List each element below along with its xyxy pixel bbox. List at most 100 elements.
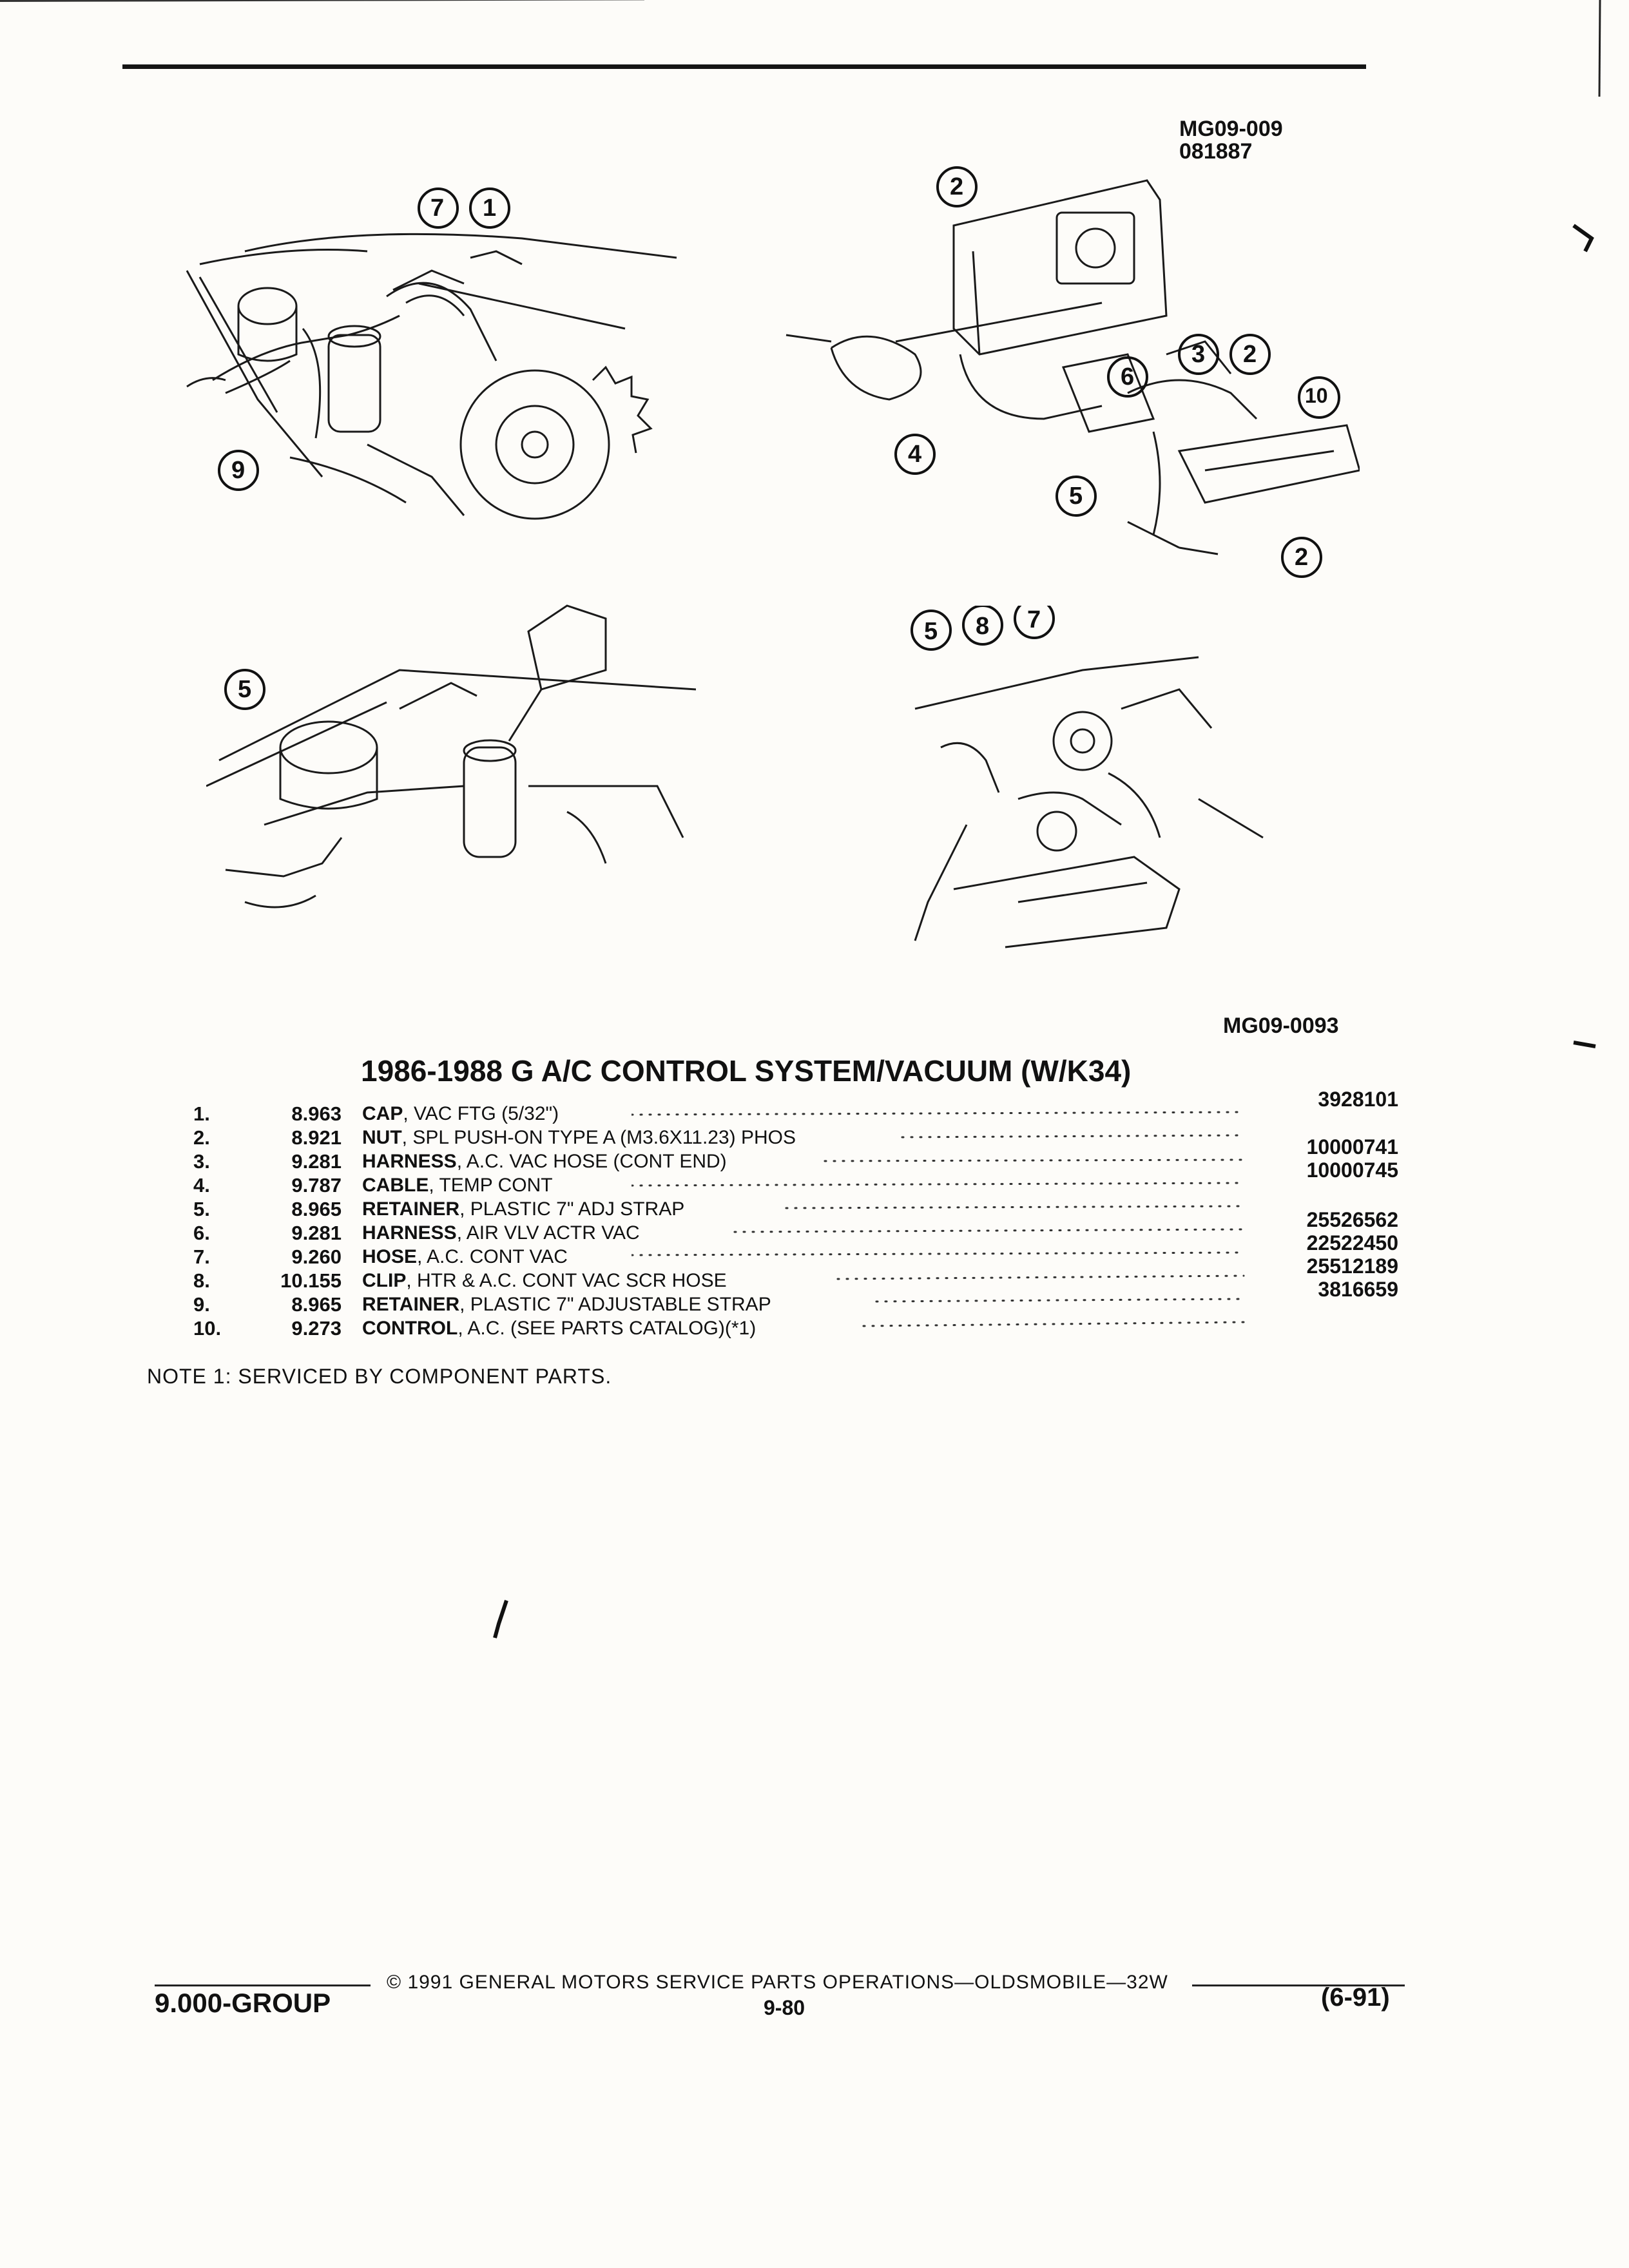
item-detail: , SPL PUSH-ON TYPE A (M3.6X11.23) PHOS bbox=[401, 1127, 796, 1148]
list-item: 4. 9.787 CABLE, TEMP CONT bbox=[193, 1173, 1418, 1197]
illustration-hvac-control bbox=[767, 161, 1360, 586]
figure-id-bottom: MG09-0093 bbox=[1223, 1014, 1339, 1038]
part-number: 25512189 bbox=[1306, 1254, 1398, 1278]
item-description: HOSE, A.C. CONT VAC bbox=[362, 1245, 568, 1269]
item-number: 1. bbox=[193, 1102, 210, 1125]
callout-7-right: 7 bbox=[1027, 606, 1041, 633]
callout-2-top: 2 bbox=[950, 173, 964, 200]
item-name: HARNESS bbox=[362, 1222, 457, 1244]
item-name: RETAINER bbox=[362, 1294, 460, 1315]
item-name: CONTROL bbox=[362, 1318, 458, 1339]
callout-circle-2c bbox=[1281, 537, 1322, 578]
item-code: 8.965 bbox=[291, 1293, 342, 1316]
item-number: 2. bbox=[193, 1126, 210, 1149]
list-item: 2. 8.921 NUT, SPL PUSH-ON TYPE A (M3.6X1… bbox=[193, 1126, 1418, 1149]
header-rule bbox=[122, 64, 1366, 69]
item-code: 8.963 bbox=[291, 1102, 342, 1125]
item-code: 9.260 bbox=[291, 1245, 342, 1268]
parts-list: 1. 8.963 CAP, VAC FTG (5/32") 2. 8.921 N… bbox=[193, 1102, 1418, 1340]
item-detail: , AIR VLV ACTR VAC bbox=[456, 1222, 640, 1244]
item-detail: , PLASTIC 7" ADJ STRAP bbox=[459, 1198, 685, 1220]
part-number: 3928101 bbox=[1318, 1088, 1398, 1111]
item-detail: , VAC FTG (5/32") bbox=[403, 1103, 559, 1124]
list-item: 3. 9.281 HARNESS, A.C. VAC HOSE (CONT EN… bbox=[193, 1149, 1418, 1173]
footnote: NOTE 1: SERVICED BY COMPONENT PARTS. bbox=[147, 1365, 612, 1388]
part-number: 10000741 bbox=[1306, 1135, 1398, 1158]
scan-edge bbox=[1598, 0, 1601, 97]
item-name: HARNESS bbox=[362, 1151, 457, 1172]
callout-2-bottom: 2 bbox=[1295, 544, 1309, 571]
item-description: CONTROL, A.C. (SEE PARTS CATALOG)(*1) bbox=[362, 1316, 756, 1340]
list-item: 6. 9.281 HARNESS, AIR VLV ACTR VAC bbox=[193, 1221, 1418, 1245]
item-number: 9. bbox=[193, 1293, 210, 1316]
item-name: RETAINER bbox=[362, 1198, 460, 1220]
callout-7: 7 bbox=[430, 195, 445, 222]
callout-circle-4 bbox=[894, 434, 936, 475]
callout-9: 9 bbox=[231, 457, 246, 484]
callout-circle-6 bbox=[1107, 356, 1148, 398]
list-item: 9. 8.965 RETAINER, PLASTIC 7" ADJUSTABLE… bbox=[193, 1293, 1418, 1316]
item-description: NUT, SPL PUSH-ON TYPE A (M3.6X11.23) PHO… bbox=[362, 1126, 796, 1149]
callout-8: 8 bbox=[976, 613, 990, 640]
item-code: 10.155 bbox=[280, 1269, 342, 1292]
part-number: 10000745 bbox=[1306, 1158, 1398, 1182]
illustration-engine-left bbox=[161, 168, 722, 528]
item-number: 8. bbox=[193, 1269, 210, 1292]
footer-rule-right bbox=[1192, 1984, 1405, 1986]
item-detail: , HTR & A.C. CONT VAC SCR HOSE bbox=[406, 1270, 727, 1291]
item-number: 6. bbox=[193, 1222, 210, 1244]
footer-group: 9.000-GROUP bbox=[155, 1988, 331, 2018]
callout-5-left: 5 bbox=[238, 676, 252, 703]
item-number: 4. bbox=[193, 1174, 210, 1196]
item-code: 9.281 bbox=[291, 1222, 342, 1244]
callout-10: 10 bbox=[1305, 384, 1328, 407]
item-code: 8.965 bbox=[291, 1198, 342, 1220]
item-name: NUT bbox=[362, 1127, 402, 1148]
callout-circle-5b bbox=[224, 669, 265, 710]
callout-6: 6 bbox=[1121, 363, 1135, 390]
callout-circle-3-2 bbox=[1178, 334, 1271, 375]
item-name: CAP bbox=[362, 1103, 403, 1124]
callout-3: 3 bbox=[1191, 341, 1206, 368]
item-code: 9.281 bbox=[291, 1150, 342, 1173]
item-detail: , A.C. VAC HOSE (CONT END) bbox=[456, 1151, 727, 1172]
part-number: 22522450 bbox=[1306, 1231, 1398, 1254]
item-detail: , A.C. CONT VAC bbox=[417, 1246, 568, 1267]
list-item: 8. 10.155 CLIP, HTR & A.C. CONT VAC SCR … bbox=[193, 1269, 1418, 1293]
callout-1: 1 bbox=[483, 195, 497, 222]
callout-circle-2a bbox=[936, 166, 978, 207]
item-code: 9.787 bbox=[291, 1174, 342, 1196]
item-number: 5. bbox=[193, 1198, 210, 1220]
item-name: CLIP bbox=[362, 1270, 407, 1291]
item-description: RETAINER, PLASTIC 7" ADJUSTABLE STRAP bbox=[362, 1293, 771, 1316]
footer-copyright: © 1991 GENERAL MOTORS SERVICE PARTS OPER… bbox=[387, 1972, 1168, 1993]
item-code: 8.921 bbox=[291, 1126, 342, 1149]
illustration-engine-bottom-right bbox=[889, 631, 1276, 954]
item-description: RETAINER, PLASTIC 7" ADJ STRAP bbox=[362, 1197, 684, 1221]
callout-4: 4 bbox=[908, 441, 922, 468]
callout-group-5-8-7 bbox=[911, 606, 1055, 651]
item-detail: , A.C. (SEE PARTS CATALOG)(*1) bbox=[458, 1318, 757, 1339]
scan-mark bbox=[1573, 1041, 1596, 1048]
item-description: CABLE, TEMP CONT bbox=[362, 1173, 553, 1197]
scan-mark bbox=[1572, 224, 1594, 253]
item-number: 10. bbox=[193, 1317, 222, 1340]
part-number: 3816659 bbox=[1318, 1278, 1398, 1301]
list-item: 5. 8.965 RETAINER, PLASTIC 7" ADJ STRAP bbox=[193, 1197, 1418, 1221]
callout-5-top: 5 bbox=[1069, 483, 1083, 510]
item-number: 3. bbox=[193, 1150, 210, 1173]
item-description: HARNESS, AIR VLV ACTR VAC bbox=[362, 1221, 640, 1245]
callout-circle-9 bbox=[218, 450, 259, 491]
dotted-leaders bbox=[631, 1111, 1245, 1327]
callout-2-right: 2 bbox=[1243, 341, 1257, 368]
item-detail: , PLASTIC 7" ADJUSTABLE STRAP bbox=[459, 1294, 771, 1315]
list-item: 10. 9.273 CONTROL, A.C. (SEE PARTS CATAL… bbox=[193, 1316, 1418, 1340]
item-number: 7. bbox=[193, 1245, 210, 1268]
callout-5-right: 5 bbox=[924, 618, 938, 645]
list-item: 7. 9.260 HOSE, A.C. CONT VAC bbox=[193, 1245, 1418, 1269]
item-description: CAP, VAC FTG (5/32") bbox=[362, 1102, 559, 1126]
item-description: CLIP, HTR & A.C. CONT VAC SCR HOSE bbox=[362, 1269, 727, 1293]
callout-circle-5a bbox=[1055, 476, 1097, 517]
footer-date: (6-91) bbox=[1321, 1983, 1390, 2012]
item-description: HARNESS, A.C. VAC HOSE (CONT END) bbox=[362, 1149, 727, 1173]
